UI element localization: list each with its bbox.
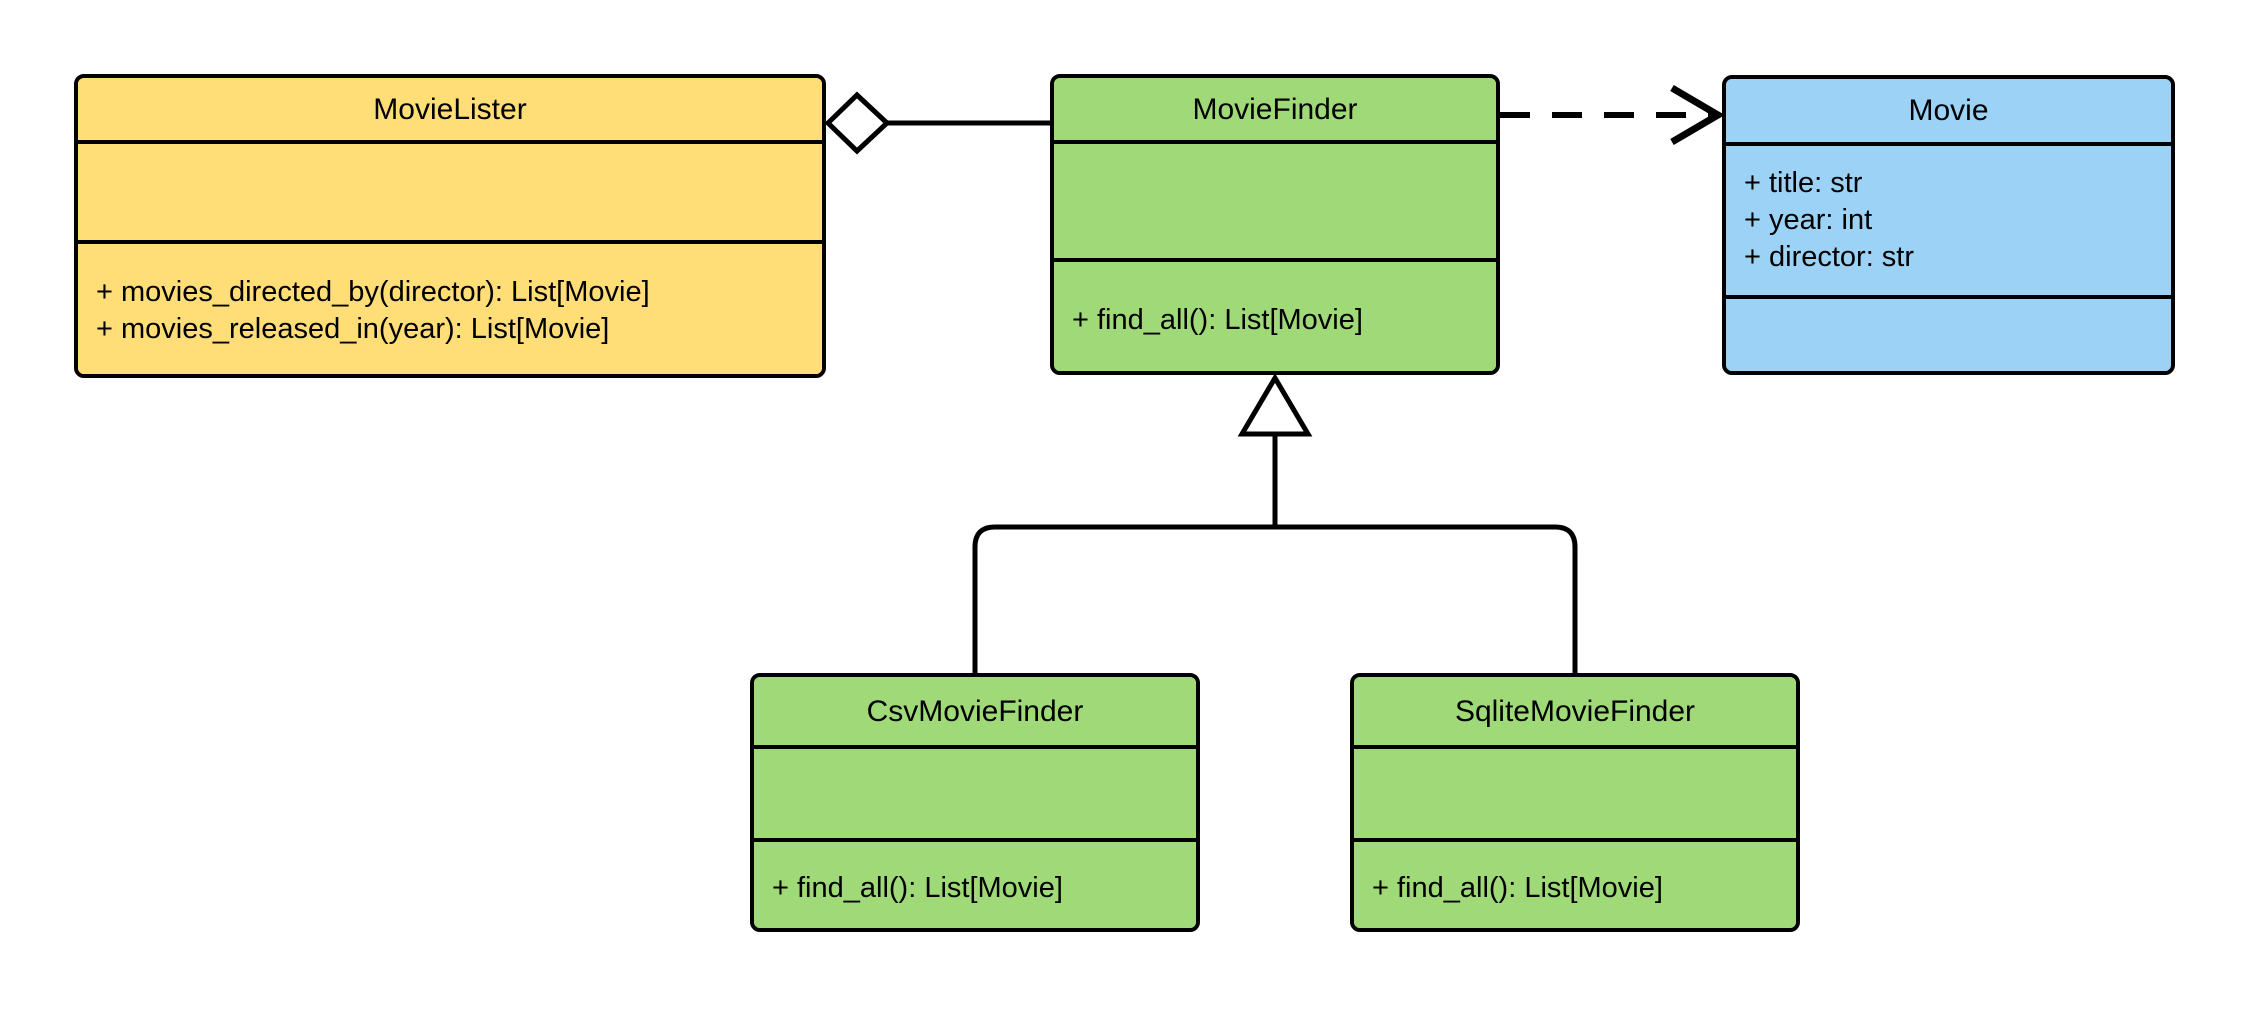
class-title: CsvMovieFinder (866, 694, 1084, 728)
class-name-compartment: MovieFinder (1054, 78, 1496, 144)
class-methods-compartment: + find_all(): List[Movie] (1054, 262, 1496, 371)
class-name-compartment: SqliteMovieFinder (1354, 677, 1796, 749)
class-attributes-compartment (1054, 144, 1496, 262)
class-box-sqlite-movie-finder[interactable]: SqliteMovieFinder + find_all(): List[Mov… (1350, 673, 1800, 932)
class-box-movie-finder[interactable]: MovieFinder + find_all(): List[Movie] (1050, 74, 1500, 375)
class-attributes-compartment (1354, 749, 1796, 842)
class-methods-compartment: + find_all(): List[Movie] (1354, 842, 1796, 928)
class-attributes-compartment: + title: str + year: int + director: str (1726, 146, 2171, 299)
class-box-csv-movie-finder[interactable]: CsvMovieFinder + find_all(): List[Movie] (750, 673, 1200, 932)
method-line: + movies_directed_by(director): List[Mov… (96, 275, 650, 308)
class-attributes-compartment (754, 749, 1196, 842)
relationship-generalization-tree (972, 373, 1578, 673)
relationship-aggregation-lister-finder (824, 91, 1050, 155)
class-title: Movie (1908, 94, 1989, 127)
attribute-line: + director: str (1744, 241, 1915, 274)
class-attributes-compartment (78, 144, 822, 244)
generalization-branch-sqlite (1275, 524, 1578, 673)
class-name-compartment: CsvMovieFinder (754, 677, 1196, 749)
hollow-triangle-icon (1237, 373, 1313, 437)
class-title: MovieFinder (1192, 92, 1358, 126)
method-line: + find_all(): List[Movie] (1072, 303, 1363, 336)
class-box-movie[interactable]: Movie + title: str + year: int + directo… (1722, 75, 2175, 375)
generalization-branch-csv (972, 524, 1275, 673)
class-methods-compartment (1726, 299, 2171, 371)
class-methods-compartment: + movies_directed_by(director): List[Mov… (78, 244, 822, 374)
class-box-movie-lister[interactable]: MovieLister + movies_directed_by(directo… (74, 74, 826, 378)
relationship-dependency-finder-movie (1500, 84, 1725, 146)
class-name-compartment: MovieLister (78, 78, 822, 144)
open-arrow-icon (1670, 84, 1725, 146)
class-name-compartment: Movie (1726, 79, 2171, 146)
hollow-diamond-icon (824, 91, 891, 155)
class-title: MovieLister (373, 92, 527, 126)
method-line: + find_all(): List[Movie] (1372, 872, 1663, 905)
class-methods-compartment: + find_all(): List[Movie] (754, 842, 1196, 928)
class-title: SqliteMovieFinder (1454, 694, 1696, 728)
method-line: + find_all(): List[Movie] (772, 872, 1063, 905)
attribute-line: + title: str (1744, 166, 1863, 199)
method-line: + movies_released_in(year): List[Movie] (96, 313, 610, 345)
attribute-line: + year: int (1744, 203, 1873, 236)
